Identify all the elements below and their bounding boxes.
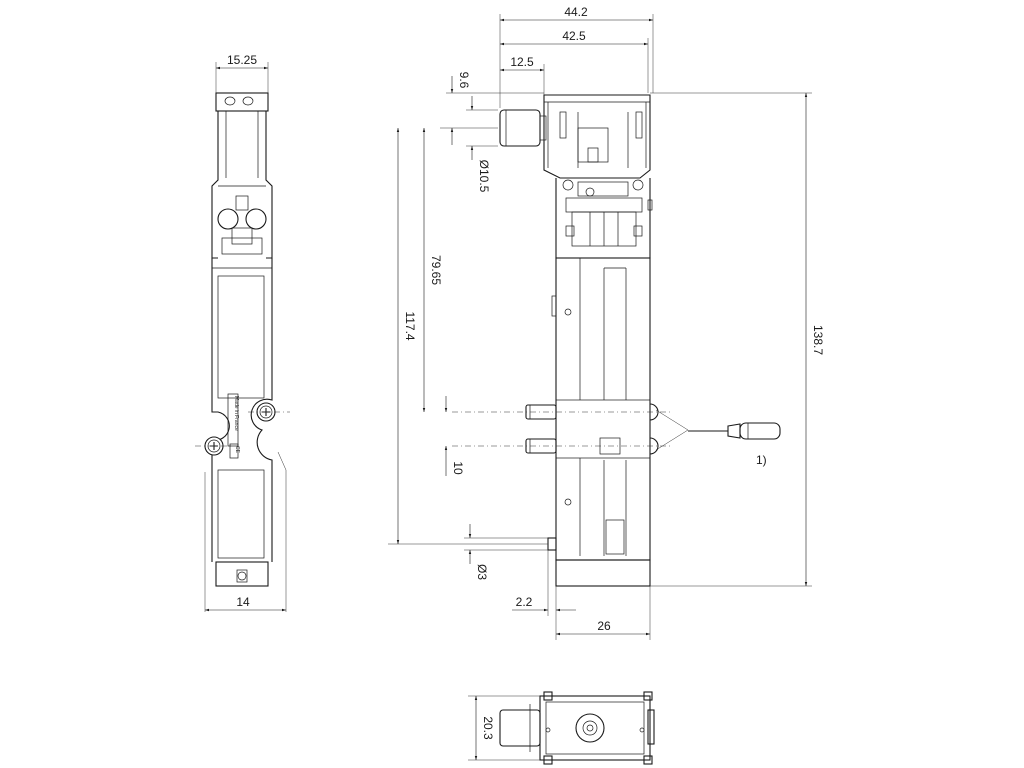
dim-base-width: 26 (556, 586, 651, 640)
side-upper-window (217, 275, 265, 399)
front-body (555, 257, 651, 561)
dim-width-body-label: 42.5 (562, 29, 586, 43)
ce-mark-label: CE (234, 446, 240, 454)
bottom-actuator (499, 709, 541, 747)
dim-hole-diameter: Ø10.5 (466, 96, 498, 193)
bottom-center-boss (575, 713, 605, 743)
dim-pin-spacing: 10 (444, 396, 465, 476)
dim-height-total: 138.7 (650, 92, 825, 587)
dim-height-mid-label: 79.65 (429, 255, 443, 285)
screwdriver-icon: 1) (655, 409, 781, 467)
side-body-right-edge (250, 258, 273, 562)
dim-base-width-label: 26 (597, 619, 611, 633)
dim-width-body: 42.5 (500, 29, 649, 93)
actuator-knob (499, 109, 547, 147)
dim-width-total-label: 44.2 (564, 5, 588, 19)
dim-top-offset: 9.6 (440, 72, 544, 145)
dim-pin-offset: 2.2 (512, 550, 576, 640)
made-in-france-label: Made in France (233, 396, 239, 431)
bottom-view (499, 691, 655, 765)
side-cap-hole-right (242, 96, 254, 106)
note-1-label: 1) (756, 453, 767, 467)
dim-side-width: 15.25 (215, 53, 269, 93)
dim-pin-spacing-label: 10 (451, 461, 465, 475)
side-lower-window (217, 469, 265, 559)
dim-pin-diameter: Ø3 (464, 524, 548, 580)
bottom-body (539, 695, 651, 761)
side-view: Made in France CE (195, 92, 290, 612)
front-base (555, 559, 651, 587)
dim-pin-offset-label: 2.2 (516, 595, 533, 609)
dim-height-total-label: 138.7 (811, 325, 825, 355)
dim-bottom-height: 20.3 (468, 695, 540, 761)
side-body-left-edge (211, 258, 230, 562)
dim-top-offset-label: 9.6 (457, 72, 471, 89)
dim-height-lower-label: 117.4 (403, 311, 417, 340)
dim-side-width-label: 15.25 (227, 53, 257, 67)
bottom-pin (547, 537, 557, 551)
dim-bottom-height-label: 20.3 (481, 716, 495, 740)
dim-side-base-label: 14 (236, 595, 250, 609)
dim-head-offset-label: 12.5 (510, 55, 534, 69)
side-bottom-cap (215, 561, 269, 587)
side-mech-circle-right (245, 208, 267, 230)
dim-height-mid: 79.65 (422, 127, 443, 412)
front-view (452, 94, 670, 587)
side-top-cap (215, 92, 269, 112)
dim-width-total: 44.2 (499, 5, 654, 108)
side-upper-housing (211, 111, 273, 259)
dim-pin-diameter-label: Ø3 (475, 564, 489, 580)
dim-side-base: 14 (205, 595, 286, 612)
dim-hole-diameter-label: Ø10.5 (477, 160, 491, 193)
side-mech-circle-left (217, 208, 239, 230)
dim-head-offset: 12.5 (500, 55, 545, 95)
side-cap-hole-left (224, 96, 236, 106)
dim-height-lower: 117.4 (388, 127, 548, 545)
front-head (543, 94, 651, 179)
